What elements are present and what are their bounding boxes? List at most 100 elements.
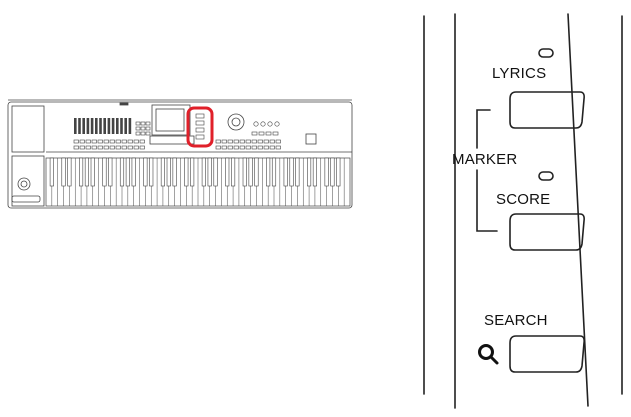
panel-button [97,139,103,144]
panel-button [85,139,91,144]
black-key [307,157,312,187]
round-button [260,121,266,127]
joystick-center [20,180,28,188]
panel-button [115,145,121,150]
search-icon [478,344,499,365]
panel-button [79,145,85,150]
panel-button [233,145,239,150]
panel-button [135,126,141,131]
slider [74,118,77,134]
highlight-marker-section [186,106,214,148]
left-panel-area [11,105,45,153]
panel-button [245,145,251,150]
black-key [283,157,288,187]
panel-button [257,145,263,150]
black-key [149,157,154,187]
panel-button [109,145,115,150]
panel-button [103,139,109,144]
panel-button [227,145,233,150]
round-button [274,121,280,127]
search-label: SEARCH [484,312,548,329]
slider [120,118,123,134]
panel-button [135,131,141,136]
panel-button [85,145,91,150]
black-key [312,157,317,187]
score-button[interactable] [509,213,585,251]
panel-button [73,145,79,150]
marker-label: MARKER [452,151,518,168]
black-key [271,157,277,187]
slider [86,118,90,134]
display-bottom-buttons [149,135,195,145]
panel-button [263,139,269,144]
lyrics-button[interactable] [509,91,585,129]
slider [78,118,81,134]
joystick [17,177,31,191]
black-key [254,157,259,187]
panel-button [215,145,221,150]
black-key [201,157,206,187]
panel-button [245,139,251,144]
panel-button [140,126,146,131]
panel-button [239,145,245,150]
panel-button [239,139,245,144]
lyrics-label: LYRICS [492,65,547,82]
keyboard-generated-parts [45,113,351,207]
panel-button [140,121,146,126]
black-key [61,157,66,187]
black-key [225,157,230,187]
round-button [253,121,259,127]
dial [227,113,245,131]
marker-bracket-bottom [476,169,498,232]
panel-button [258,131,265,136]
black-key [119,157,125,187]
slider [95,118,98,134]
panel-button [145,121,151,126]
usb-port [305,133,317,145]
slider [128,118,132,134]
panel-button [91,145,97,150]
panel-button [265,131,272,136]
marker-bracket-top [476,109,491,149]
panel-button [127,145,133,150]
panel-button [127,139,133,144]
panel-button [121,139,127,144]
panel-button [115,139,121,144]
keyboard-body [7,101,353,209]
black-key [84,157,89,187]
black-key [108,157,113,187]
ribbon [11,195,41,203]
black-key [213,157,218,187]
search-button[interactable] [509,335,585,373]
panel-button [275,139,281,144]
black-key [90,157,95,187]
black-key [289,157,294,187]
dial-center [231,117,241,127]
score-led [538,171,554,181]
panel-button [269,139,275,144]
slider [107,118,111,134]
black-key [190,157,195,187]
panel-zoom [423,13,623,409]
panel-button [91,139,97,144]
left-wheel-area [11,155,45,207]
panel-button [121,145,127,150]
marker-mini-button [195,134,205,140]
panel-button [215,139,221,144]
black-key [49,157,54,187]
panel-button [227,139,233,144]
panel-button [269,145,275,150]
panel-button [251,139,257,144]
black-key [172,157,177,187]
panel-button [140,131,146,136]
panel-button [103,145,109,150]
black-key [336,157,341,187]
slider [116,118,119,134]
marker-mini-button [195,127,205,133]
round-button [267,121,273,127]
black-key [242,157,247,187]
black-key [207,157,212,187]
black-key [67,157,72,187]
